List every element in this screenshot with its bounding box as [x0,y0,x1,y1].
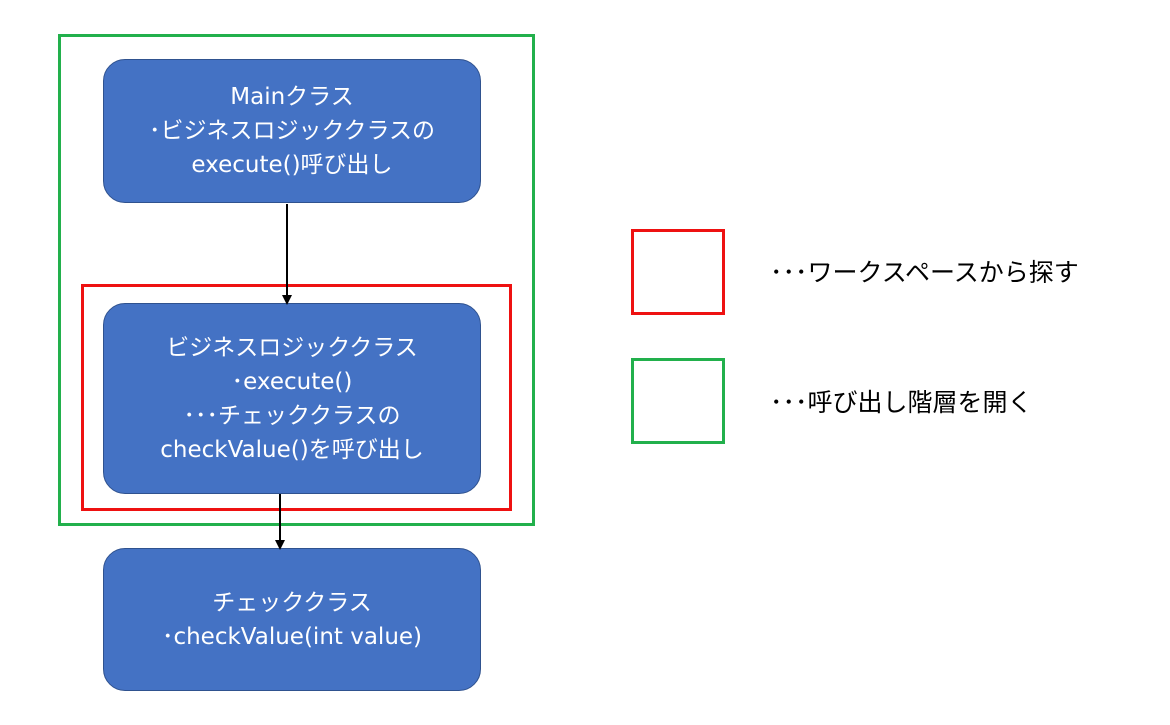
check-class-box: チェッククラス ･checkValue(int value) [103,548,481,691]
business-logic-line-2: ･execute() [231,368,353,395]
main-class-line-3: execute()呼び出し [191,152,393,178]
check-class-title: チェッククラス [212,589,372,616]
red-frame-workspace-search [81,284,512,511]
business-logic-title: ビジネスロジッククラス [166,334,418,361]
main-class-line-2: ･ビジネスロジッククラスの [148,118,436,144]
check-class-line-2: ･checkValue(int value) [161,623,423,650]
main-class-title: Mainクラス [230,84,354,110]
legend-green-text: ･･･呼び出し階層を開く [770,388,1033,417]
legend-red-swatch [631,229,725,315]
green-frame-call-hierarchy [58,34,535,526]
legend-green-swatch [631,358,725,444]
legend-red-text: ･･･ワークスペースから探す [770,258,1079,287]
business-logic-line-3: ･･･チェッククラスの [183,402,401,429]
business-logic-class-box: ビジネスロジッククラス ･execute() ･･･チェッククラスの check… [103,303,481,494]
business-logic-line-4: checkValue()を呼び出し [160,436,424,463]
main-class-box: Mainクラス ･ビジネスロジッククラスの execute()呼び出し [103,59,481,203]
